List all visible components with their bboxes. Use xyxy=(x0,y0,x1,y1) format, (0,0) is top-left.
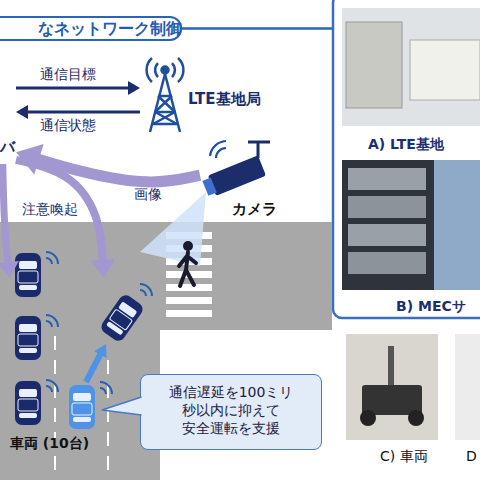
header-text: なネットワーク制御 xyxy=(38,19,182,38)
crosswalk-stripe xyxy=(166,310,212,317)
robot-wheel xyxy=(360,410,376,426)
photo-caption: C) 車両 xyxy=(380,448,428,465)
arrow-head xyxy=(16,105,28,119)
tower-lattice xyxy=(153,96,177,124)
car-icon xyxy=(99,293,146,344)
header-band: なネットワーク制御 xyxy=(0,16,182,41)
motion-arrow xyxy=(86,353,101,382)
radio-waves xyxy=(210,141,226,158)
camera-node: カメラ xyxy=(200,140,292,220)
header-rule xyxy=(182,27,335,30)
photo-device xyxy=(455,334,480,440)
camera-lens xyxy=(202,178,216,196)
camera-body xyxy=(208,155,266,196)
server-unit xyxy=(348,196,426,218)
edge-label: 注意喚起 xyxy=(22,201,78,218)
robot-wheel xyxy=(408,410,424,426)
connector-arrow xyxy=(16,105,140,119)
photo-vehicle xyxy=(346,334,438,440)
photo-cabinet xyxy=(346,22,402,108)
node-label: 車両 (10台) xyxy=(10,435,89,452)
edge-label: 画像 xyxy=(134,186,162,203)
server-node: バ xyxy=(0,80,16,164)
server-unit xyxy=(348,168,426,190)
pedestrian-body xyxy=(179,252,196,286)
arrow-head xyxy=(0,261,19,278)
lte-tower xyxy=(147,58,184,132)
edge-label: 通信目標 xyxy=(40,66,96,83)
connector-line xyxy=(16,86,132,89)
tower-bars xyxy=(153,96,177,124)
server-unit xyxy=(348,252,426,274)
tower-antenna xyxy=(162,67,169,74)
arrow-head xyxy=(128,81,140,95)
robot-mast xyxy=(388,346,394,386)
connector-line xyxy=(24,110,140,113)
node-label: カメラ xyxy=(232,200,277,218)
camera-pole xyxy=(248,142,270,158)
lane-line xyxy=(107,360,109,480)
camera-beam xyxy=(140,192,206,266)
crosswalk-stripe xyxy=(166,297,212,304)
callout-tail-outline xyxy=(102,397,142,415)
edge-label: 通信状態 xyxy=(40,117,96,134)
radio-waves xyxy=(147,58,184,82)
signal-waves xyxy=(46,252,152,394)
photo-rack-side xyxy=(434,160,480,290)
base-station-node: LTE基地局 xyxy=(140,50,270,135)
tower-legs xyxy=(150,74,180,132)
photo-caption: B) MECサ xyxy=(396,298,466,315)
callout-text: 通信遅延を100ミリ 秒以内に抑えて 安全運転を支援 xyxy=(153,383,309,438)
car-icon xyxy=(15,381,41,425)
connector-arrow xyxy=(16,81,140,95)
callout-box: 通信遅延を100ミリ 秒以内に抑えて 安全運転を支援 xyxy=(140,374,322,450)
server-unit xyxy=(348,224,426,246)
callout-tail xyxy=(102,397,143,415)
node-label: LTE基地局 xyxy=(188,90,261,108)
car-icon xyxy=(15,253,41,297)
node-label: バ xyxy=(0,138,15,156)
lane-line xyxy=(54,336,56,480)
connector-arrow xyxy=(16,160,115,278)
photo-radio-unit xyxy=(410,40,480,100)
pedestrian-head xyxy=(183,241,193,251)
photo-panel xyxy=(333,0,480,318)
road xyxy=(0,222,160,480)
car-icon xyxy=(15,316,41,360)
photo-mec xyxy=(342,160,480,290)
photo-caption: D xyxy=(466,448,477,465)
camera-icon xyxy=(201,155,266,198)
car-icon xyxy=(69,385,95,429)
arrow-head xyxy=(91,259,115,278)
vehicle-group: 車両 (10台) xyxy=(0,278,160,460)
connector-arrow xyxy=(0,164,19,278)
crosswalk-stripe xyxy=(166,284,212,291)
photo-lte xyxy=(342,8,480,126)
photo-caption: A) LTE基地 xyxy=(368,136,444,153)
connector-line xyxy=(3,164,9,267)
robot-body xyxy=(362,385,422,415)
connector-line xyxy=(16,160,103,266)
motion-arrow-head xyxy=(94,344,106,358)
